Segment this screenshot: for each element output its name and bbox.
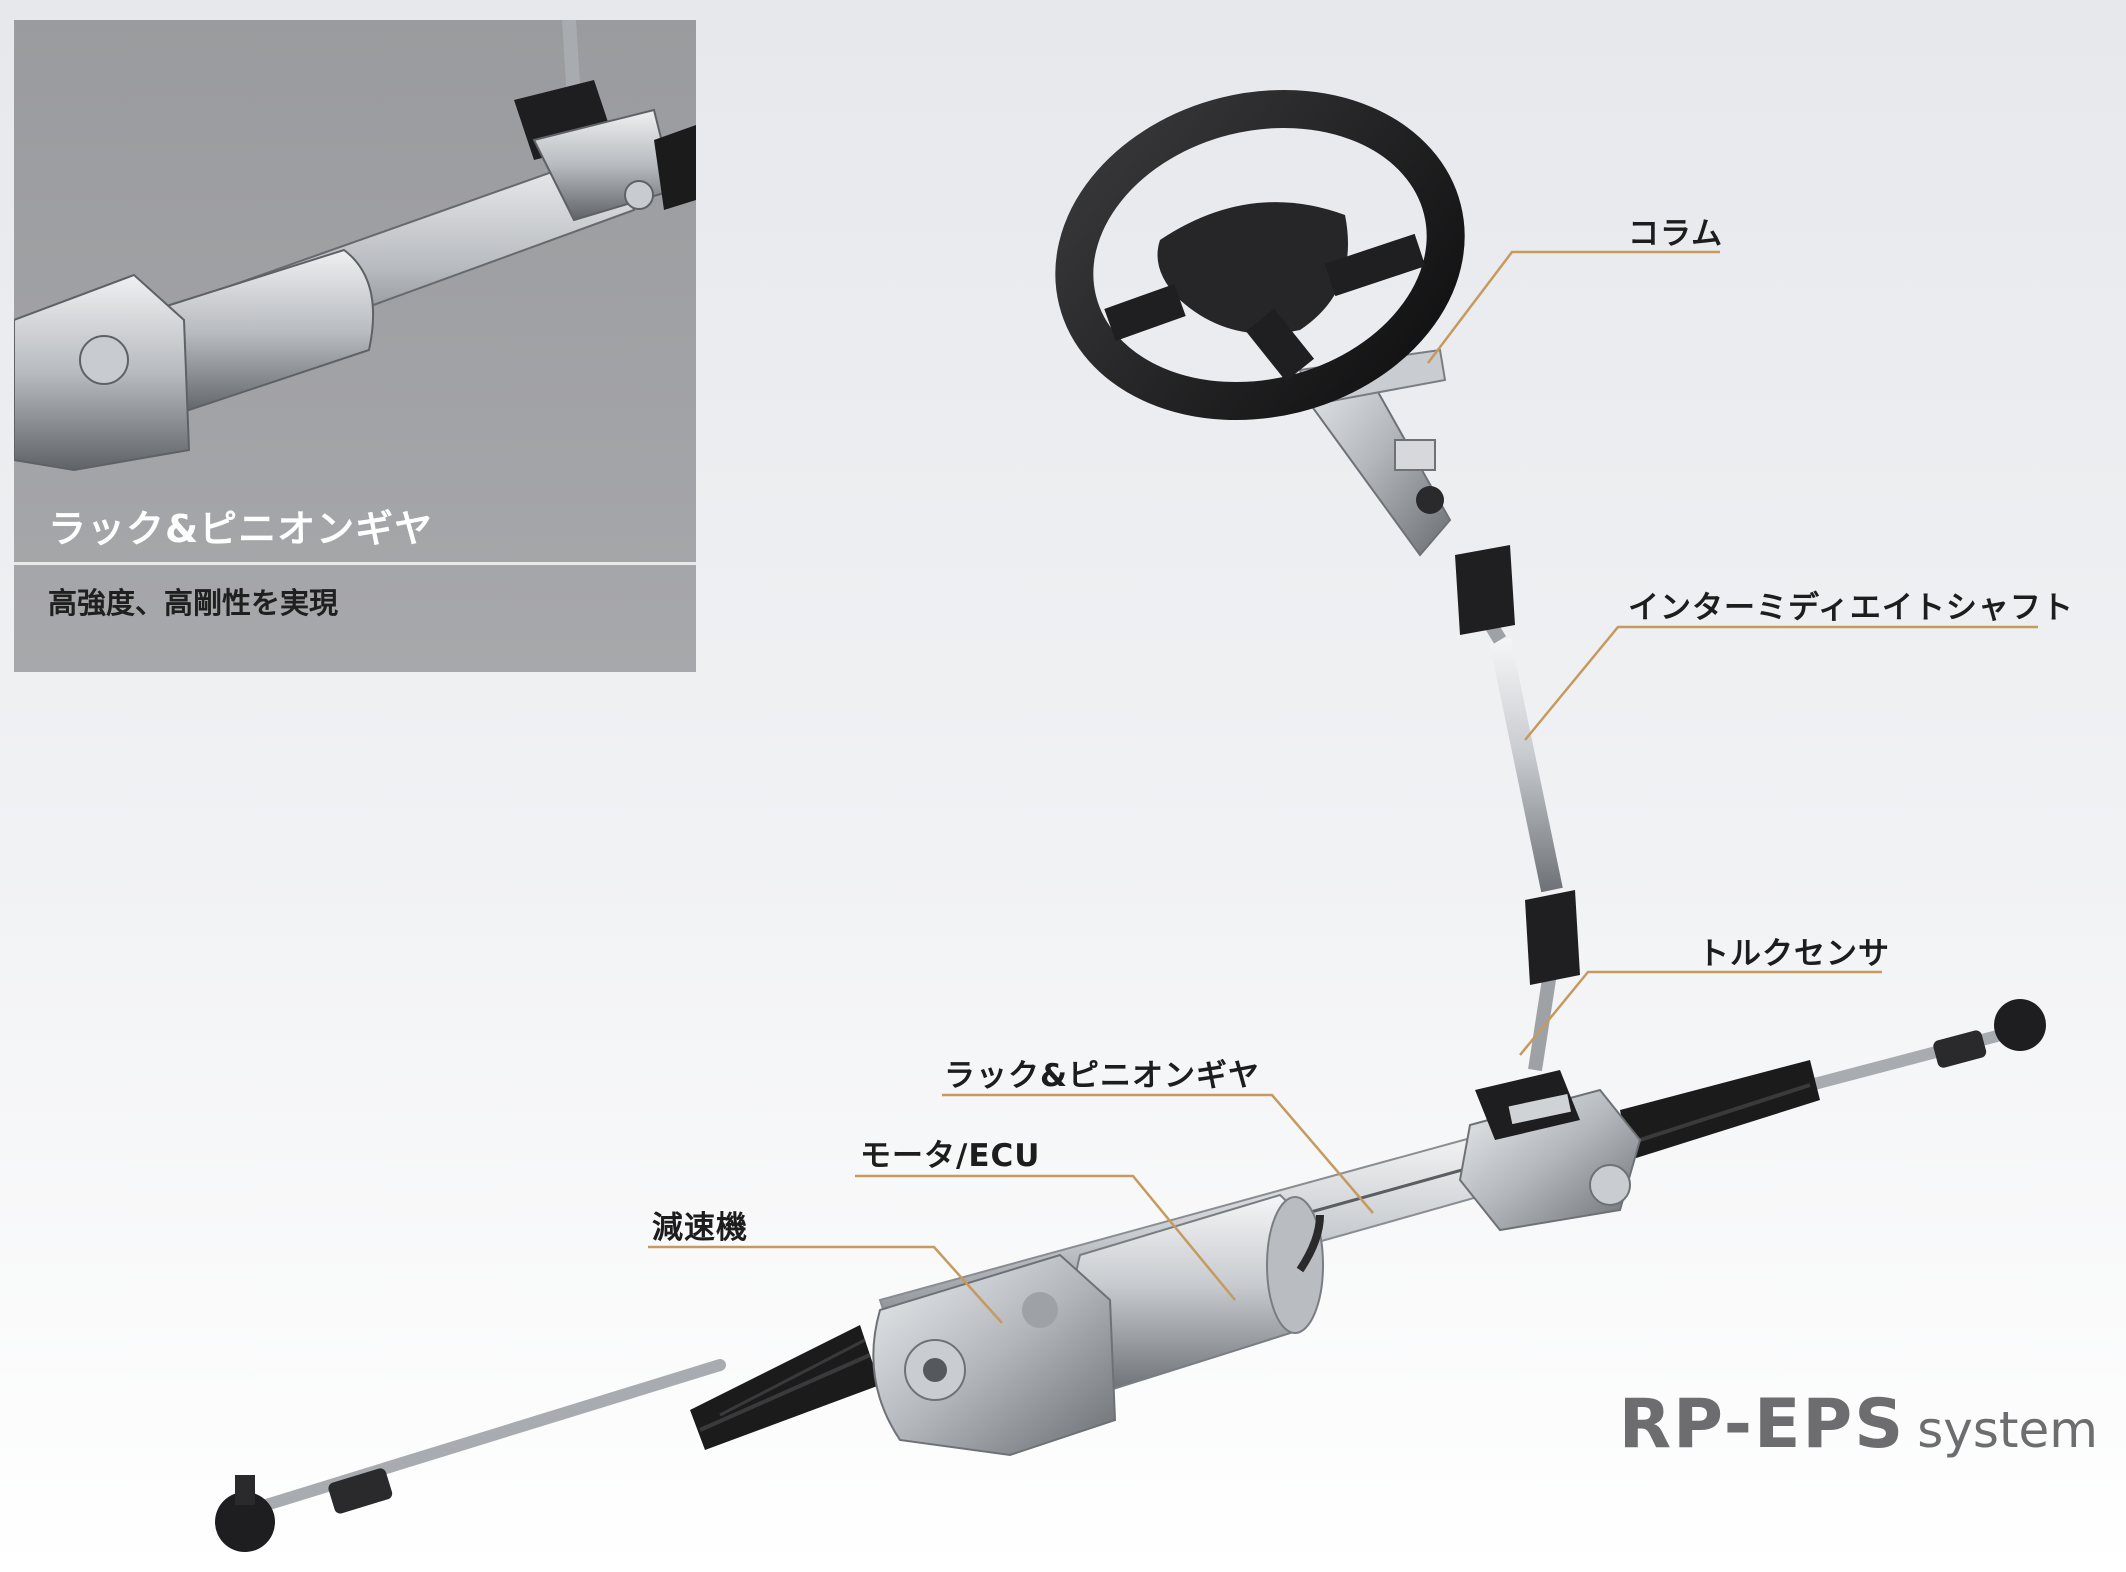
- label-rack-pinion: ラック&ピニオンギヤ: [944, 1058, 1261, 1094]
- label-motor-ecu: モータ/ECU: [860, 1138, 1041, 1174]
- leader-column: [1427, 250, 1720, 364]
- brand-suffix: system: [1917, 1401, 2098, 1459]
- leader-torque-sensor: [1519, 970, 1882, 1056]
- tie-rod-left: [215, 1359, 726, 1552]
- label-column: コラム: [1628, 216, 1724, 252]
- inset-panel: ラック&ピニオンギヤ 高強度、高剛性を実現: [14, 20, 696, 672]
- boot-right: [1620, 1060, 1820, 1160]
- leader-rack-pinion: [942, 1093, 1374, 1214]
- leader-reducer: [648, 1245, 1003, 1324]
- boot-left: [690, 1325, 880, 1450]
- pinion-housing: [1458, 1070, 1642, 1232]
- leader-motor-ecu: [855, 1174, 1236, 1301]
- leader-lines: [648, 250, 2038, 1324]
- steering-wheel: [1055, 89, 1465, 421]
- label-torque-sensor: トルクセンサ: [1698, 936, 1890, 972]
- inset-subtitle: 高強度、高剛性を実現: [48, 586, 339, 620]
- reducer-unit: [872, 1253, 1117, 1457]
- brand-name: RP-EPS: [1618, 1385, 1906, 1464]
- intermediate-shaft: [1455, 545, 1580, 1072]
- inset-rack-pinion-illustration: [14, 20, 696, 472]
- motor-unit: [1073, 1193, 1324, 1392]
- label-reducer: 減速機: [652, 1210, 748, 1246]
- leader-intermediate-shaft: [1524, 625, 2038, 741]
- inset-title: ラック&ピニオンギヤ: [48, 507, 434, 551]
- inset-divider: [14, 562, 696, 565]
- label-intermediate-shaft: インターミディエイトシャフト: [1628, 590, 2074, 626]
